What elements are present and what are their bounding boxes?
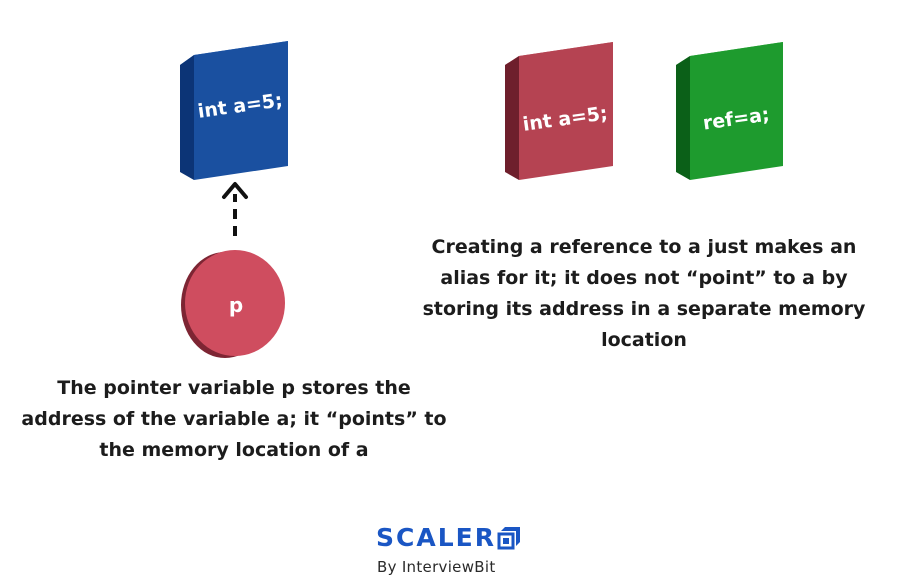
logo-cube-icon bbox=[497, 527, 520, 550]
reference-block: ref=a; bbox=[676, 42, 783, 180]
logo-tagline: By InterviewBit bbox=[377, 558, 496, 576]
pointer-caption-line: address of the variable a; it “points” t… bbox=[21, 408, 447, 430]
reference-caption-line: alias for it; it does not “point” to a b… bbox=[440, 267, 848, 289]
pointer-caption-line: the memory location of a bbox=[99, 439, 369, 461]
pointer-arrow bbox=[222, 182, 248, 236]
logo-wordmark: SCALER bbox=[376, 523, 496, 552]
pointer-p-label: p bbox=[229, 293, 243, 317]
variable-a-block-reference-example: int a=5; bbox=[505, 42, 613, 180]
reference-caption-line: Creating a reference to a just makes an bbox=[431, 236, 857, 258]
scaler-logo: SCALER By InterviewBit bbox=[376, 520, 536, 582]
reference-caption-line: location bbox=[601, 329, 687, 351]
pointer-caption-line: The pointer variable p stores the bbox=[57, 377, 411, 399]
reference-caption-line: storing its address in a separate memory bbox=[422, 298, 866, 320]
pointer-caption: The pointer variable p stores the addres… bbox=[14, 373, 454, 466]
reference-caption: Creating a reference to a just makes an … bbox=[420, 232, 868, 356]
variable-a-block-pointer-example: int a=5; bbox=[180, 41, 288, 180]
pointer-p-disc: p bbox=[181, 250, 285, 358]
